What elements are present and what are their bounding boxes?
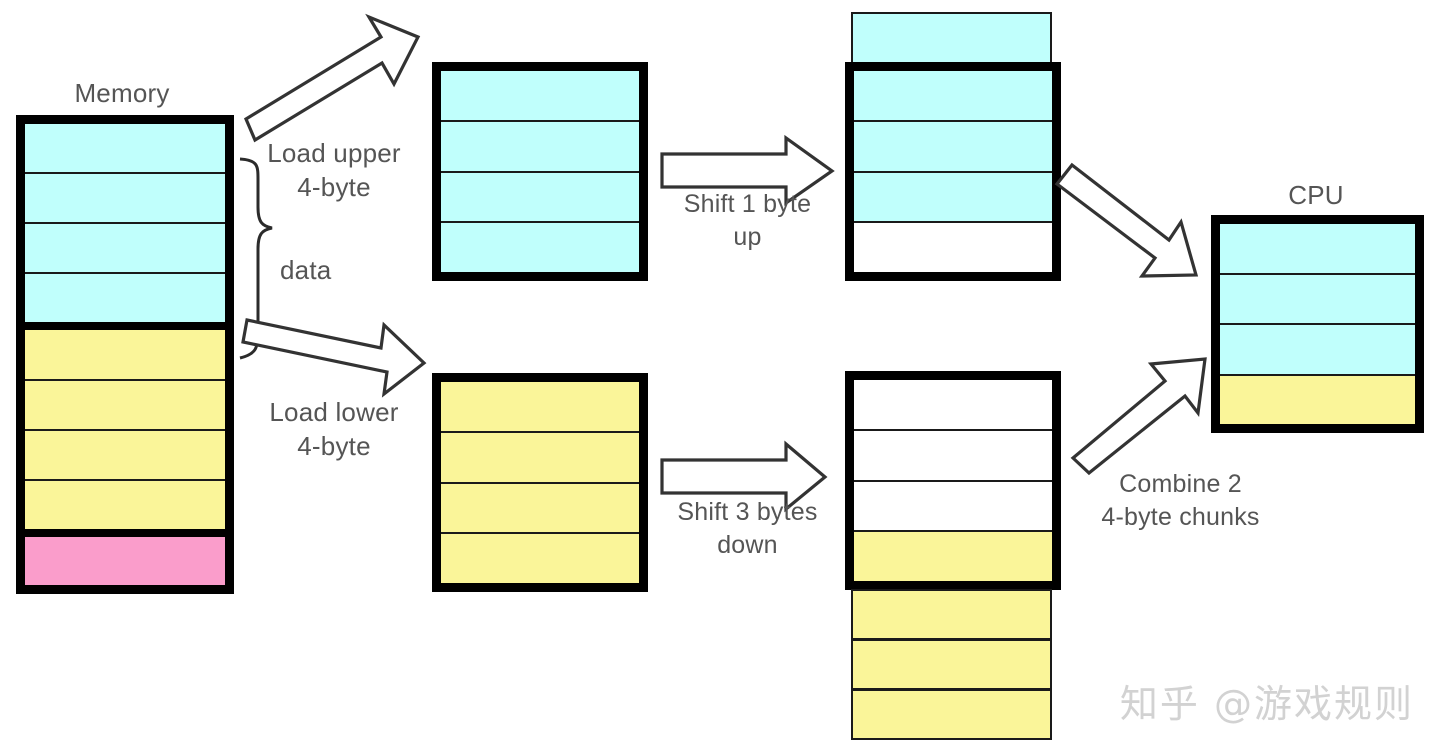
- memory-cell: [25, 480, 225, 537]
- shift-up-label: Shift 1 byte up: [683, 190, 812, 251]
- upper-shifted-cell: [854, 172, 1052, 224]
- cpu-cell: [1220, 274, 1415, 325]
- memory-block: [16, 115, 234, 594]
- lower-shifted-overflow-cell: [851, 689, 1052, 740]
- upper-loaded-cell: [441, 121, 639, 173]
- combine-upper-arrow: [1054, 162, 1199, 278]
- memory-cell: [25, 380, 225, 431]
- lower-shifted-block: [845, 371, 1061, 590]
- upper-loaded-cell: [441, 223, 639, 272]
- combine-label: Combine 2 4-byte chunks: [1101, 470, 1260, 531]
- lower-shifted-cell: [854, 532, 1052, 581]
- cpu-title: CPU: [1288, 180, 1344, 210]
- load-upper-label: Load upper 4-byte: [267, 138, 401, 203]
- lower-loaded-cell: [441, 382, 639, 433]
- lower-loaded-cell: [441, 483, 639, 535]
- upper-shifted-block: [845, 62, 1061, 281]
- lower-loaded-block: [432, 373, 648, 592]
- upper-loaded-cell: [441, 172, 639, 224]
- cpu-cell: [1220, 224, 1415, 275]
- memory-cell: [25, 430, 225, 481]
- watermark: 知乎 @游戏规则: [1119, 682, 1414, 726]
- upper-shifted-cell: [854, 71, 1052, 122]
- memory-cell: [25, 536, 225, 585]
- cpu-cell: [1220, 375, 1415, 424]
- load-upper-arrow: [243, 13, 421, 143]
- upper-shifted-cell: [854, 223, 1052, 272]
- upper-shifted-cell: [854, 121, 1052, 173]
- memory-cell: [25, 274, 225, 331]
- cpu-cell: [1220, 325, 1415, 376]
- lower-shifted-cell: [854, 481, 1052, 533]
- memory-cell: [25, 174, 225, 225]
- lower-shifted-cell: [854, 430, 1052, 482]
- lower-loaded-cell: [441, 432, 639, 484]
- lower-shifted-overflow-cell: [851, 589, 1052, 640]
- cpu-block: [1211, 215, 1424, 433]
- memory-title: Memory: [74, 78, 170, 108]
- load-lower-arrow: [241, 318, 427, 398]
- lower-shifted-overflow-cell: [851, 639, 1052, 690]
- memory-cell: [25, 124, 225, 175]
- lower-loaded-cell: [441, 534, 639, 583]
- upper-loaded-block: [432, 62, 648, 281]
- upper-loaded-cell: [441, 71, 639, 122]
- upper-shifted-overflow-cell: [851, 12, 1052, 64]
- load-lower-label: Load lower 4-byte: [269, 397, 399, 462]
- shift-down-label: Shift 3 bytes down: [677, 498, 818, 559]
- combine-lower-arrow: [1070, 357, 1207, 476]
- memory-cell: [25, 330, 225, 381]
- memory-cell: [25, 224, 225, 275]
- lower-shifted-cell: [854, 380, 1052, 431]
- data-label: data: [280, 255, 332, 285]
